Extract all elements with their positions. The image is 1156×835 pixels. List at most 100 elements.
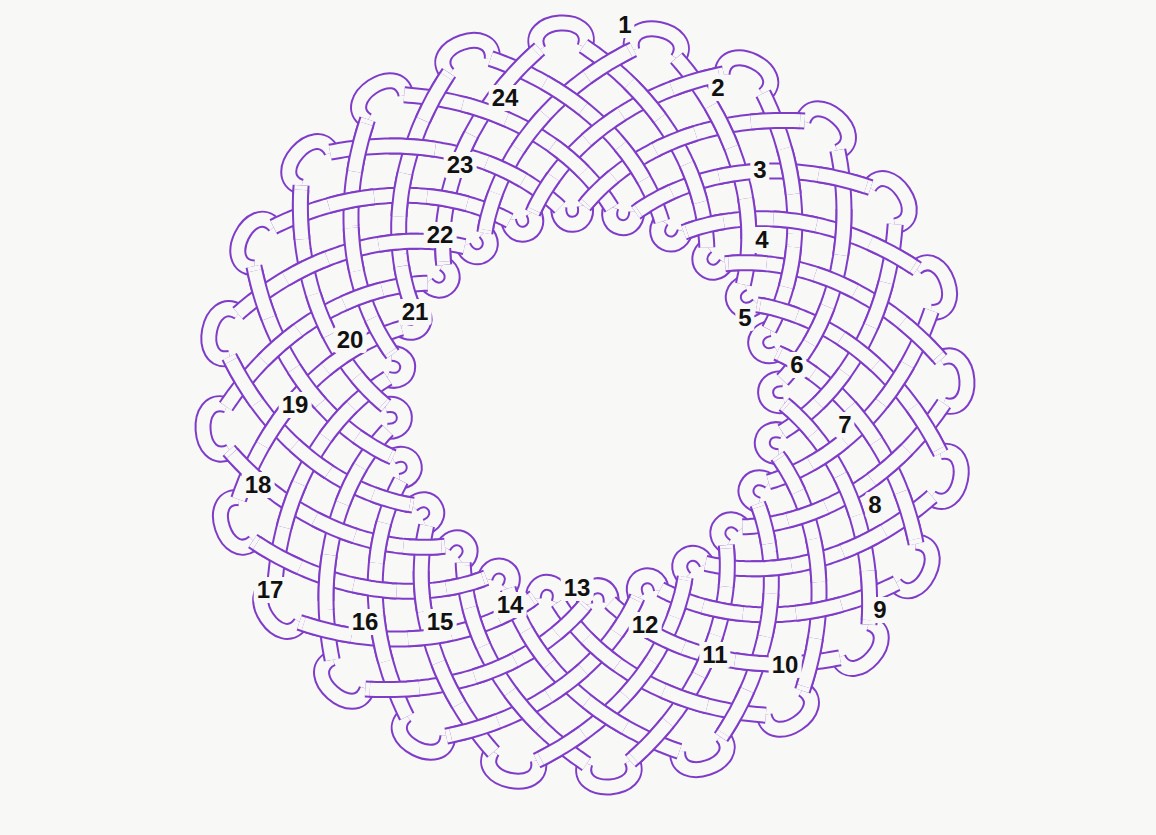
ribbon-outline (399, 174, 405, 217)
ribbon-outline (674, 580, 684, 617)
ribbon-outline (658, 220, 685, 244)
ribbon-body (869, 179, 909, 226)
strand-over (703, 606, 743, 613)
strand-over (788, 507, 826, 521)
ribbon-body (584, 760, 634, 787)
ribbon-body (630, 83, 660, 118)
ribbon-outline (610, 207, 637, 228)
ribbon-body (557, 607, 584, 634)
ribbon-outline (343, 467, 361, 504)
ribbon-body (284, 484, 299, 528)
ribbon-body (426, 264, 452, 291)
ribbon-outline (631, 29, 681, 59)
ribbon-outline (751, 120, 800, 122)
inner-bight (634, 576, 661, 598)
strand-over (630, 83, 660, 118)
ribbon-body (238, 219, 275, 268)
strand-over (329, 197, 375, 206)
ribbon-outline (421, 571, 424, 612)
inner-bight (610, 207, 637, 228)
strand-over (872, 450, 907, 480)
ribbon-outline (304, 624, 352, 636)
ribbon-outline (587, 701, 625, 727)
outer-bight (359, 81, 406, 121)
ribbon-body (913, 407, 939, 449)
ribbon-outline (533, 582, 560, 603)
callout-number: 6 (787, 352, 806, 378)
callout-number: 12 (629, 612, 662, 638)
ribbon-outline (255, 271, 269, 318)
outer-bight (916, 263, 950, 313)
ribbon-outline (813, 539, 818, 582)
strand-over (881, 365, 907, 403)
inner-bight (680, 553, 707, 578)
ribbon-outline (355, 124, 367, 172)
strand-over (587, 638, 618, 664)
ribbon-body (838, 623, 881, 669)
ribbon-body (325, 407, 351, 438)
strand-over (376, 523, 383, 563)
ribbon-outline (359, 81, 406, 121)
callout-number: 2 (708, 75, 727, 101)
outer-bight (203, 404, 230, 454)
callout-number: 8 (865, 492, 884, 518)
ribbon-body (343, 467, 361, 504)
inner-bight (385, 404, 404, 431)
ribbon-outline (687, 222, 724, 232)
outer-bight (764, 689, 811, 729)
ribbon-body (263, 330, 298, 360)
callout-number: 23 (444, 152, 477, 178)
ribbon-body (784, 149, 793, 195)
strand-over (840, 475, 856, 515)
strand-over (304, 624, 352, 636)
ribbon-body (764, 689, 811, 729)
ribbon-body (765, 593, 771, 636)
strand-over (423, 77, 447, 120)
ribbon-body (385, 404, 404, 431)
ribbon-outline (344, 290, 382, 304)
ribbon-outline (756, 329, 778, 356)
strand-over (470, 608, 484, 646)
ribbon-body (403, 546, 441, 547)
ribbon-outline (284, 484, 299, 528)
outer-bight (631, 29, 681, 59)
ribbon-body (931, 451, 961, 501)
ribbon-body (902, 322, 938, 356)
ribbon-outline (295, 445, 329, 472)
ribbon-body (587, 701, 625, 727)
callout-number: 11 (699, 642, 730, 668)
ribbon-body (901, 492, 915, 539)
outer-bight (895, 542, 932, 591)
ribbon-outline (718, 520, 744, 547)
ribbon-outline (485, 193, 495, 230)
ribbon-outline (354, 585, 397, 591)
ribbon-body (255, 271, 269, 318)
strand-over (751, 566, 792, 569)
strand-over (439, 663, 459, 705)
ribbon-body (357, 377, 384, 404)
ribbon-outline (840, 475, 856, 515)
ribbon-body (756, 329, 778, 356)
ribbon-body (209, 309, 239, 359)
ribbon-outline (687, 164, 701, 202)
ribbon-body (818, 175, 866, 187)
ribbon-body (625, 661, 652, 695)
ribbon-body (373, 494, 410, 504)
inner-bight (718, 520, 744, 547)
ribbon-outline (313, 295, 329, 335)
strand-over (746, 199, 749, 240)
outer-bight (443, 40, 493, 74)
ribbon-outline (557, 607, 584, 634)
strand-over (510, 692, 540, 727)
ribbon-body (379, 241, 420, 244)
strand-over (446, 579, 483, 589)
ribbon-outline (811, 441, 845, 464)
strand-over (787, 406, 814, 433)
ribbon-outline (625, 661, 652, 695)
ribbon-body (553, 145, 584, 171)
ribbon-body (680, 553, 707, 578)
ribbon-body (916, 263, 950, 313)
ribbon-body (631, 29, 681, 59)
strand-over (796, 604, 842, 613)
strand-over (451, 721, 498, 735)
